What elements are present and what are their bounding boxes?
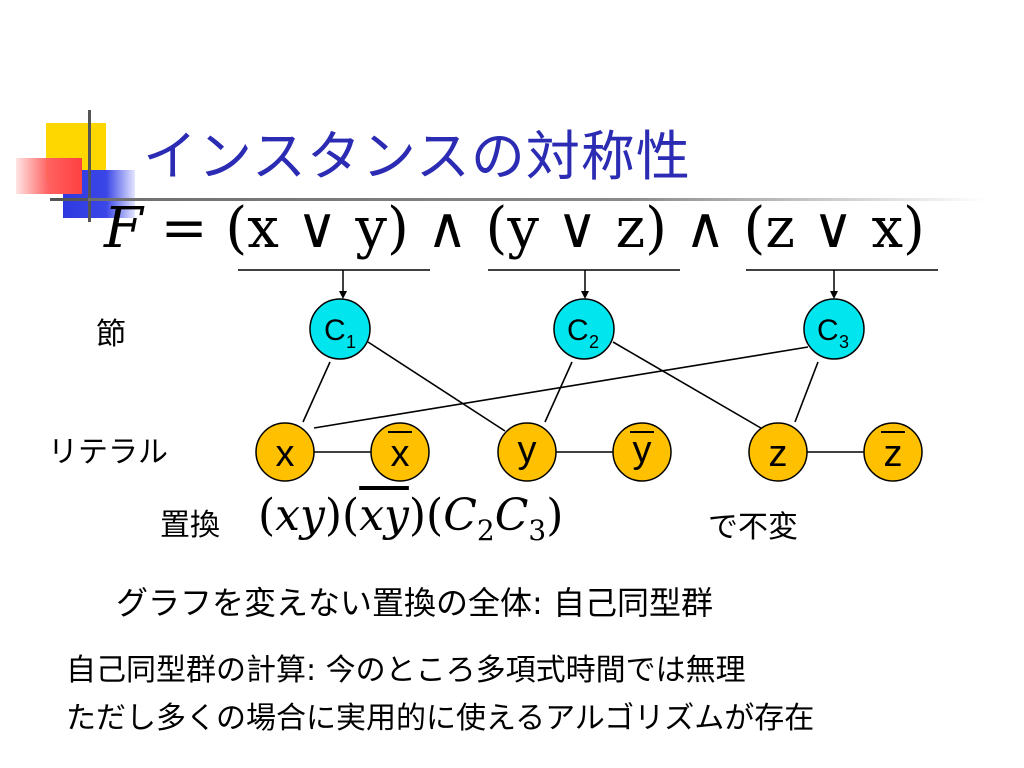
permutation-suffix: で不変 [708,510,798,545]
literal-node-x-text: x [276,433,295,475]
clause-brackets [238,269,938,294]
perm-close-2: ) [408,490,427,541]
formula-and-1: ∧ [408,196,486,261]
literal-node-z-bar: z [863,422,923,482]
graph-edges [302,341,864,453]
perm-close-1: ) [324,490,343,541]
cnf-formula: F = (x ∨ y) ∧ (y ∨ z) ∧ (z ∨ x) [104,196,925,261]
perm-cycle-2: xy [359,490,409,541]
deco-horizontal-short-line [50,198,90,201]
arrowhead-3 [830,291,838,299]
clause-node-c3-letter: C [817,314,839,347]
formula-clause-1: (x ∨ y) [225,196,409,261]
permutation-prefix: 置換 [160,508,220,543]
arrowheads [339,291,838,299]
literal-node-z-text: z [769,433,788,475]
perm-cycle-1: xy [275,490,325,541]
perm-c3-letter: C [494,490,529,541]
literal-node-x-bar: x [370,422,430,482]
formula-clause-3: (z ∨ x) [743,196,925,261]
formula-clause-2: (y ∨ z) [485,196,667,261]
perm-open-3: ( [426,490,444,541]
slide-title: インスタンスの対称性 [143,125,691,188]
edge-c3-x [313,346,809,429]
clause-node-c3: C 3 [803,298,865,360]
literal-node-z: z [748,422,808,482]
clause-node-c2-sub: 2 [589,332,599,352]
edge-c2-z [612,341,767,432]
clause-node-c1-sub: 1 [346,332,356,352]
formula-equals: = [142,196,226,261]
perm-c2-sub: 2 [476,513,495,547]
perm-open-1: ( [258,490,276,541]
note-line-2: ただし多くの場合に実用的に使えるアルゴリズムが存在 [66,701,815,736]
clause-node-c2: C 2 [553,298,615,360]
title-underline [88,198,988,201]
arrowhead-1 [339,291,347,299]
deco-vertical-line [88,110,91,222]
note-line-1: 自己同型群の計算: 今のところ多項式時間では無理 [66,653,746,688]
perm-c2-letter: C [443,490,477,541]
perm-close-3: ) [546,490,564,541]
formula-and-2: ∧ [666,196,744,261]
arrowhead-2 [581,291,589,299]
literal-node-y-bar-text: y [633,429,652,471]
clause-node-c1: C 1 [309,298,371,360]
literal-node-x-bar-text: x [391,433,410,475]
edge-c1-x [302,361,331,423]
edge-c2-y [544,361,573,423]
perm-open-2: ( [342,490,360,541]
deco-red-bar [16,158,82,194]
automorphism-group-statement: グラフを変えない置換の全体: 自己同型群 [116,584,713,622]
literal-node-y-bar: y [612,422,672,482]
formula-lhs: F [104,196,143,261]
literal-node-y-text: y [518,429,537,471]
literal-node-x: x [255,422,315,482]
clause-node-c2-letter: C [567,314,589,347]
clause-label: 節 [96,317,126,352]
edge-c1-y [367,341,506,432]
edge-c3-z [794,361,819,423]
literal-node-z-bar-text: z [884,433,903,475]
clause-node-c3-sub: 3 [839,332,849,352]
permutation-expression: (xy)(xy)(C2C3) [258,490,563,547]
literal-label: リテラル [48,435,168,470]
literal-node-y: y [497,422,557,482]
perm-c3-sub: 3 [528,513,547,547]
clause-node-c1-letter: C [324,314,346,347]
